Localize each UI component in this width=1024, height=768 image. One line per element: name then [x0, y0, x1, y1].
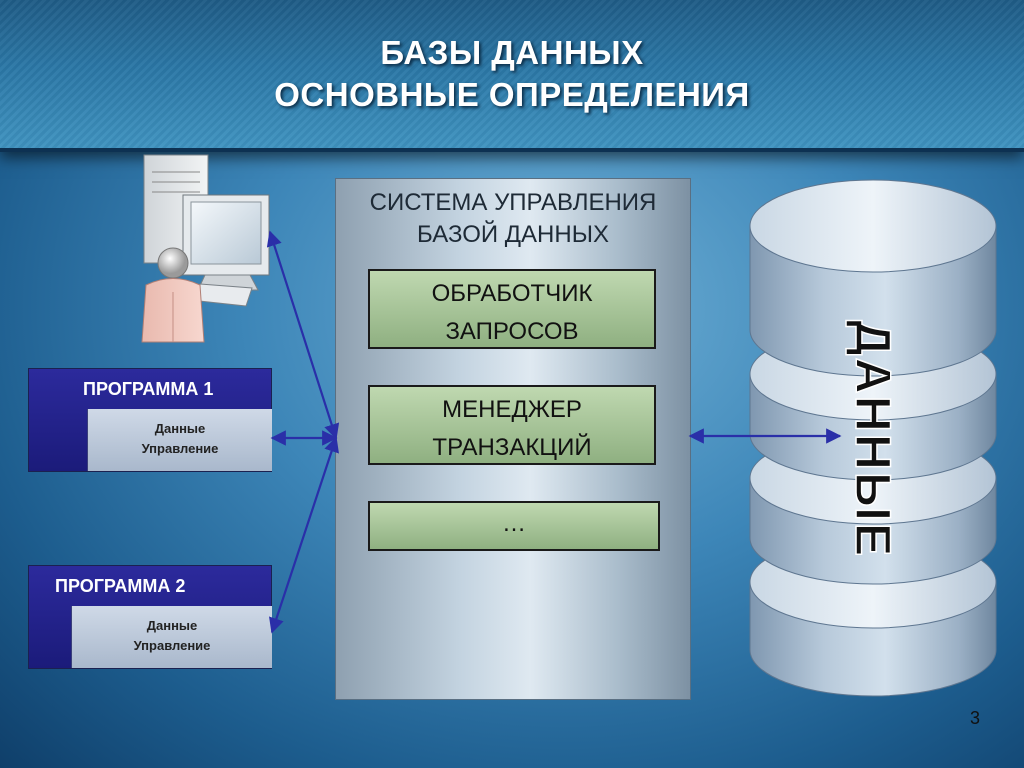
module-query-processor-line2: ЗАПРОСОВ	[445, 318, 579, 345]
module-other-label: …	[502, 510, 526, 537]
dbms-title-line2: БАЗОЙ ДАННЫХ	[417, 221, 609, 248]
arrow-user-dbms	[266, 230, 340, 440]
dbms-title-line1: СИСТЕМА УПРАВЛЕНИЯ	[369, 189, 657, 216]
title-banner	[0, 0, 1024, 152]
dbms-panel: СИСТЕМА УПРАВЛЕНИЯ БАЗОЙ ДАННЫХ ОБРАБОТЧ…	[335, 178, 691, 700]
arrow-program2-dbms	[269, 436, 339, 634]
program-1-line-data: Данные	[154, 421, 206, 436]
program-1-line-control: Управление	[141, 441, 219, 456]
module-transaction-manager: МЕНЕДЖЕР ТРАНЗАКЦИЙ	[368, 385, 656, 465]
module-query-processor-line1: ОБРАБОТЧИК	[431, 280, 593, 307]
page-number: 3	[970, 708, 981, 728]
program-2-line-control: Управление	[133, 638, 211, 653]
program-2-title: ПРОГРАММА 2	[55, 576, 186, 596]
slide-title-line1: БАЗЫ ДАННЫХ	[380, 34, 644, 71]
program-2-box: ПРОГРАММА 2 Данные Управление	[28, 565, 272, 669]
slide-title-line2: ОСНОВНЫЕ ОПРЕДЕЛЕНИЯ	[274, 76, 750, 113]
program-1-title: ПРОГРАММА 1	[83, 379, 214, 399]
program-2-line-data: Данные	[146, 618, 198, 633]
module-query-processor: ОБРАБОТЧИК ЗАПРОСОВ	[368, 269, 656, 349]
module-transaction-manager-line1: МЕНЕДЖЕР	[442, 396, 582, 423]
module-other: …	[368, 501, 660, 551]
program-2-details: Данные Управление	[71, 606, 272, 668]
database-cylinder-icon	[749, 179, 997, 697]
program-1-details: Данные Управление	[87, 409, 272, 471]
database-label: ДАННЫЕ	[845, 320, 901, 558]
module-transaction-manager-line2: ТРАНЗАКЦИЙ	[432, 434, 592, 461]
program-1-box: ПРОГРАММА 1 Данные Управление	[28, 368, 272, 472]
